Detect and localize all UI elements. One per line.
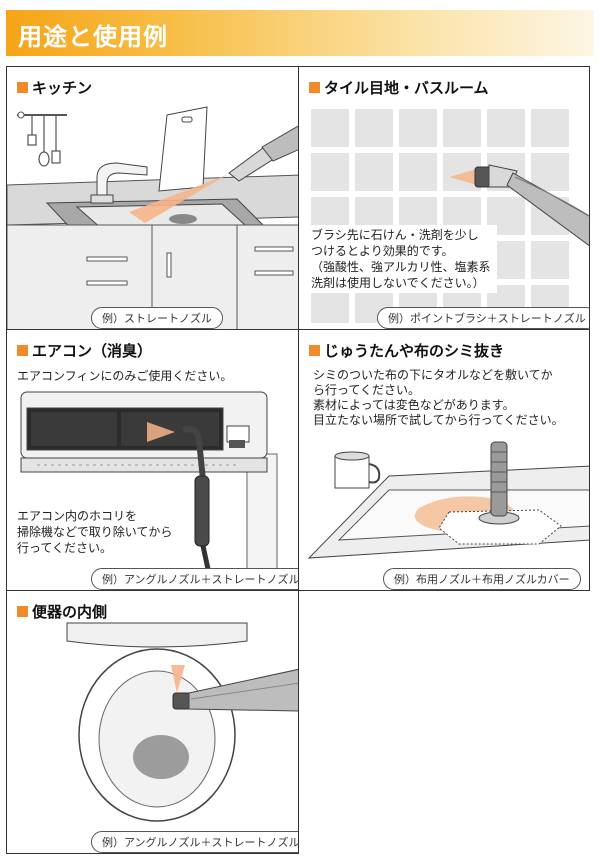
aircon-title: エアコン（消臭）: [17, 340, 152, 361]
aircon-dust-note: エアコン内のホコリを 掃除機などで取り除いてから 行ってください。: [17, 508, 173, 556]
tile-bathroom-section: タイル目地・バスルーム ブラシ先に石けん・洗剤を少し つけるとより効果的です。 …: [298, 66, 590, 330]
toilet-title: 便器の内側: [17, 601, 107, 622]
cloth-description: シミのついた布の下にタオルなどを敷いてか ら行ってください。 素材によっては変色…: [313, 368, 564, 427]
aircon-usage-note: エアコンフィンにのみご使用ください。: [17, 369, 233, 383]
cloth-stain-title: じゅうたんや布のシミ抜き: [309, 340, 504, 361]
cloth-nozzle-note: 例）布用ノズル＋布用ノズルカバー: [383, 568, 581, 590]
usage-grid: キッチン: [6, 66, 590, 854]
square-bullet-icon: [17, 345, 28, 356]
tile-bathroom-title: タイル目地・バスルーム: [309, 77, 489, 98]
square-bullet-icon: [17, 606, 28, 617]
cloth-stain-section: じゅうたんや布のシミ抜き シミのついた布の下にタオルなどを敷いてか ら行ってくだ…: [298, 329, 590, 591]
aircon-nozzle-note: 例）アングルノズル＋ストレートノズル: [91, 568, 298, 590]
toilet-section: 便器の内側 例）アングルノズル＋ストレートノズル: [6, 590, 299, 854]
tile-nozzle-note: 例）ポイントブラシ＋ストレートノズル: [377, 307, 589, 329]
page-title: 用途と使用例: [18, 23, 168, 51]
header-banner: 用途と使用例: [6, 10, 594, 56]
square-bullet-icon: [309, 345, 320, 356]
kitchen-nozzle-note: 例）ストレートノズル: [91, 307, 223, 329]
kitchen-section: キッチン: [6, 66, 299, 330]
kitchen-title: キッチン: [17, 77, 92, 98]
square-bullet-icon: [17, 82, 28, 93]
tile-description: ブラシ先に石けん・洗剤を少し つけるとより効果的です。 （強酸性、強アルカリ性、…: [309, 225, 497, 293]
aircon-section: エアコン（消臭） エアコンフィンにのみご使用ください。 エアコン内のホコリを 掃…: [6, 329, 299, 591]
aircon-illustration: [20, 391, 278, 590]
toilet-illustration: [66, 622, 298, 822]
toilet-nozzle-note: 例）アングルノズル＋ストレートノズル: [91, 831, 298, 853]
square-bullet-icon: [309, 82, 320, 93]
cloth-illustration: [307, 441, 589, 559]
kitchen-illustration: [7, 106, 298, 329]
